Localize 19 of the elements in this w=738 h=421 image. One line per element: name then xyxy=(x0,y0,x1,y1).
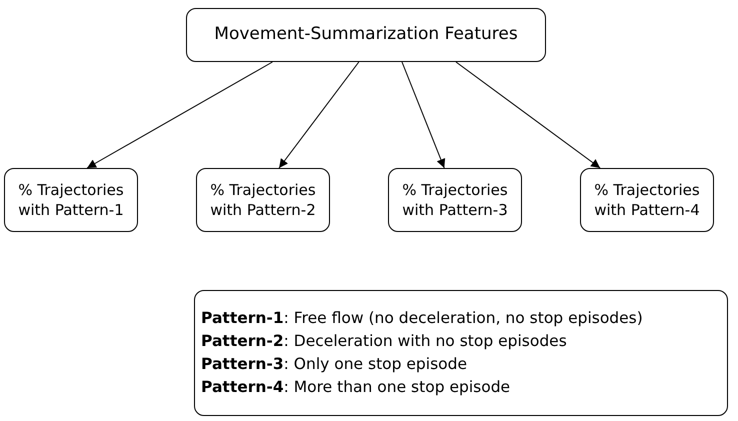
arrow xyxy=(86,62,273,168)
legend-line: Pattern-4: More than one stop episode xyxy=(201,377,510,398)
pattern-box xyxy=(4,168,138,232)
legend-line: Pattern-2: Deceleration with no stop episodes xyxy=(201,330,567,352)
arrow xyxy=(456,62,601,168)
pattern-box xyxy=(196,168,330,232)
pattern-box xyxy=(580,168,714,232)
legend-line: Pattern-1: Free flow (no deceleration, no stop episodes) xyxy=(201,308,643,328)
arrow xyxy=(278,62,360,168)
node-label: % Trajectories with Pattern-3 xyxy=(401,180,509,220)
node-label: % Trajectories with Pattern-2 xyxy=(209,180,317,220)
pattern-box xyxy=(388,168,522,232)
node-label: % Trajectories with Pattern-4 xyxy=(593,180,701,220)
legend-line: Pattern-3: Only one stop episode xyxy=(201,354,468,375)
node-label: % Trajectories with Pattern-1 xyxy=(17,180,125,220)
node-label: Movement-Summarization Features xyxy=(214,23,518,46)
feature-box xyxy=(186,8,546,62)
arrow xyxy=(402,62,446,168)
legend-box xyxy=(194,290,728,416)
